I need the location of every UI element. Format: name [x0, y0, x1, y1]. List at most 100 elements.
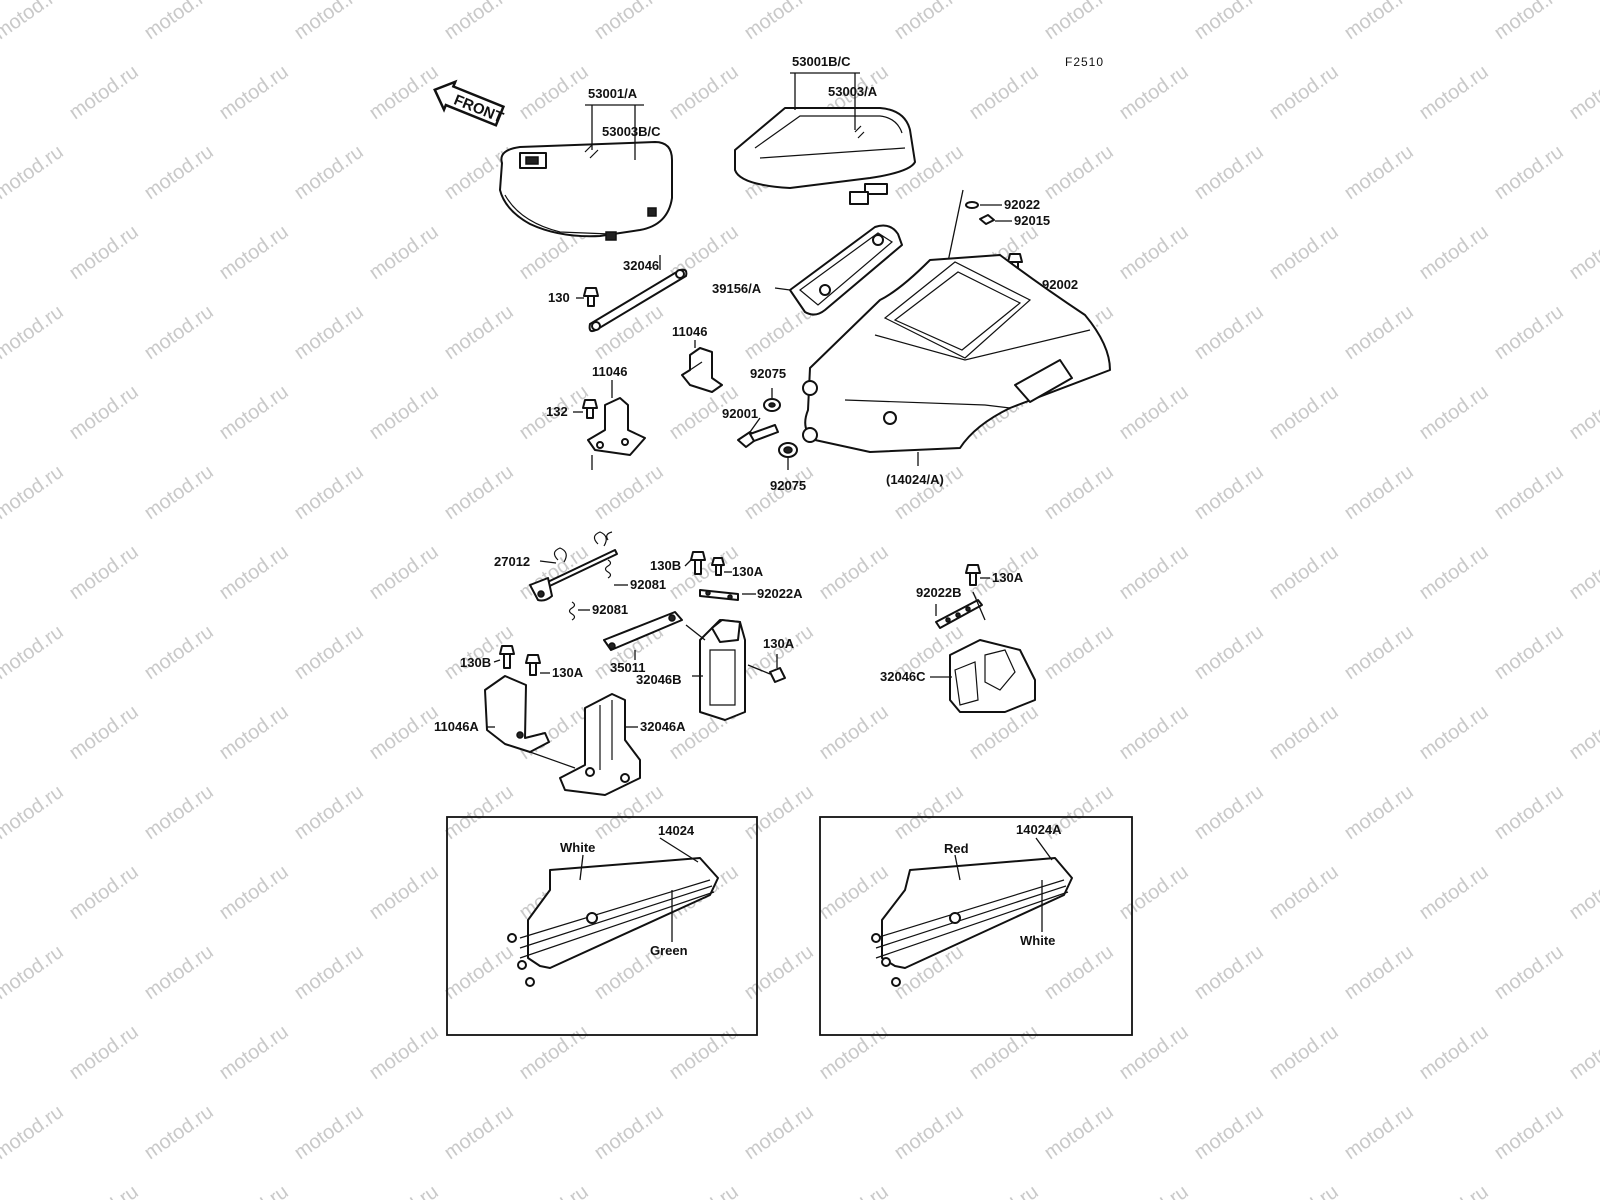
label-53003bc: 53003B/C	[602, 124, 661, 139]
label-32046: 32046	[623, 258, 659, 273]
watermark-text: motod.ru	[1565, 861, 1600, 924]
watermark-text: motod.ru	[215, 1181, 292, 1200]
watermark-text: motod.ru	[1490, 301, 1567, 364]
spring-92081-a	[604, 559, 612, 579]
label-92075-bottom: 92075	[770, 478, 806, 493]
bolt-130b-left	[499, 645, 515, 669]
watermark-text: motod.ru	[215, 1021, 292, 1084]
watermark-text: motod.ru	[1565, 541, 1600, 604]
watermark-text: motod.ru	[1415, 861, 1492, 924]
bracket-35011	[603, 611, 683, 651]
watermark-text: motod.ru	[1565, 381, 1600, 444]
label-27012: 27012	[494, 554, 530, 569]
watermark-text: motod.ru	[515, 1181, 592, 1200]
label-92015: 92015	[1014, 213, 1050, 228]
plate-92022b	[935, 591, 986, 629]
watermark-text: motod.ru	[515, 61, 592, 124]
watermark-text: motod.ru	[1490, 941, 1567, 1004]
watermark-text: motod.ru	[1490, 0, 1567, 44]
watermark-text: motod.ru	[215, 221, 292, 284]
label-92002: 92002	[1042, 277, 1078, 292]
watermark-text: motod.ru	[1565, 61, 1600, 124]
watermark-text: motod.ru	[65, 861, 142, 924]
watermark-text: motod.ru	[440, 0, 517, 44]
label-130: 130	[548, 290, 570, 305]
watermark-text: motod.ru	[140, 301, 217, 364]
watermark-text: motod.ru	[1115, 1021, 1192, 1084]
watermark-text: motod.ru	[1190, 1101, 1267, 1164]
watermark-text: motod.ru	[1415, 701, 1492, 764]
watermark-text: motod.ru	[1565, 701, 1600, 764]
watermark-text: motod.ru	[1565, 221, 1600, 284]
watermark-text: motod.ru	[1040, 621, 1117, 684]
label-92081-a: 92081	[630, 577, 666, 592]
watermark-text: motod.ru	[1115, 61, 1192, 124]
plate-92022a	[699, 589, 739, 601]
watermark-text: motod.ru	[1115, 1181, 1192, 1200]
watermark-text: motod.ru	[1415, 541, 1492, 604]
label-130a-top: 130A	[732, 564, 764, 579]
pad-39156a	[789, 224, 903, 316]
watermark-text: motod.ru	[440, 781, 517, 844]
watermark-text: motod.ru	[1040, 1101, 1117, 1164]
watermark-text: motod.ru	[290, 781, 367, 844]
watermark-text: motod.ru	[290, 461, 367, 524]
watermark-text: motod.ru	[590, 0, 667, 44]
watermark-text: motod.ru	[515, 541, 592, 604]
watermark-text: motod.ru	[1415, 61, 1492, 124]
watermark-text: motod.ru	[1040, 461, 1117, 524]
watermark-text: motod.ru	[215, 61, 292, 124]
watermark-text: motod.ru	[1340, 301, 1417, 364]
watermark-text: motod.ru	[215, 701, 292, 764]
watermark-text: motod.ru	[1265, 61, 1342, 124]
watermark-text: motod.ru	[1190, 781, 1267, 844]
watermark-text: motod.ru	[1040, 941, 1117, 1004]
watermark-text: motod.ru	[365, 701, 442, 764]
watermark-text: motod.ru	[1190, 0, 1267, 44]
watermark-text: motod.ru	[65, 61, 142, 124]
watermark-text: motod.ru	[0, 301, 68, 364]
watermark-text: motod.ru	[365, 861, 442, 924]
bolt-132	[582, 399, 598, 419]
watermark-text: motod.ru	[65, 701, 142, 764]
label-39156a: 39156/A	[712, 281, 762, 296]
watermark-text: motod.ru	[0, 0, 68, 44]
bolt-130a-right	[965, 564, 981, 586]
watermark-text: motod.ru	[1115, 381, 1192, 444]
label-130a-left: 130A	[552, 665, 584, 680]
watermark-text: motod.ru	[1190, 301, 1267, 364]
watermark-text: motod.ru	[965, 1021, 1042, 1084]
label-11046-lower: 11046	[592, 364, 627, 379]
watermark-text: motod.ru	[1340, 621, 1417, 684]
watermark-text: motod.ru	[1265, 541, 1342, 604]
label-14024a-paren: (14024/A)	[886, 472, 944, 487]
watermark-text: motod.ru	[1340, 0, 1417, 44]
watermark-text: motod.ru	[290, 941, 367, 1004]
watermark-text: motod.ru	[665, 1181, 742, 1200]
bolt-130a-mid	[747, 664, 786, 683]
watermark-text: motod.ru	[365, 1021, 442, 1084]
watermark-text: motod.ru	[365, 541, 442, 604]
bolt-130	[583, 287, 599, 307]
strap-32046	[588, 268, 688, 333]
watermark-text: motod.ru	[590, 1101, 667, 1164]
watermark-text: motod.ru	[890, 0, 967, 44]
label-53001bc: 53001B/C	[792, 54, 851, 69]
watermark-text: motod.ru	[1040, 0, 1117, 44]
watermark-text: motod.ru	[1190, 941, 1267, 1004]
watermark-text: motod.ru	[1115, 861, 1192, 924]
watermark-text: motod.ru	[1415, 381, 1492, 444]
inset-right-color-top: Red	[944, 841, 969, 856]
watermark-text: motod.ru	[815, 1181, 892, 1200]
watermark-text: motod.ru	[1040, 141, 1117, 204]
watermark-text: motod.ru	[1565, 1021, 1600, 1084]
watermark-text: motod.ru	[1490, 621, 1567, 684]
label-11046a: 11046A	[434, 719, 479, 734]
watermark-text: motod.ru	[215, 861, 292, 924]
watermark-text: motod.ru	[65, 381, 142, 444]
watermark-text: motod.ru	[290, 621, 367, 684]
label-32046c: 32046C	[880, 669, 926, 684]
label-35011: 35011	[610, 660, 645, 675]
hinge-11046-upper	[681, 347, 723, 393]
